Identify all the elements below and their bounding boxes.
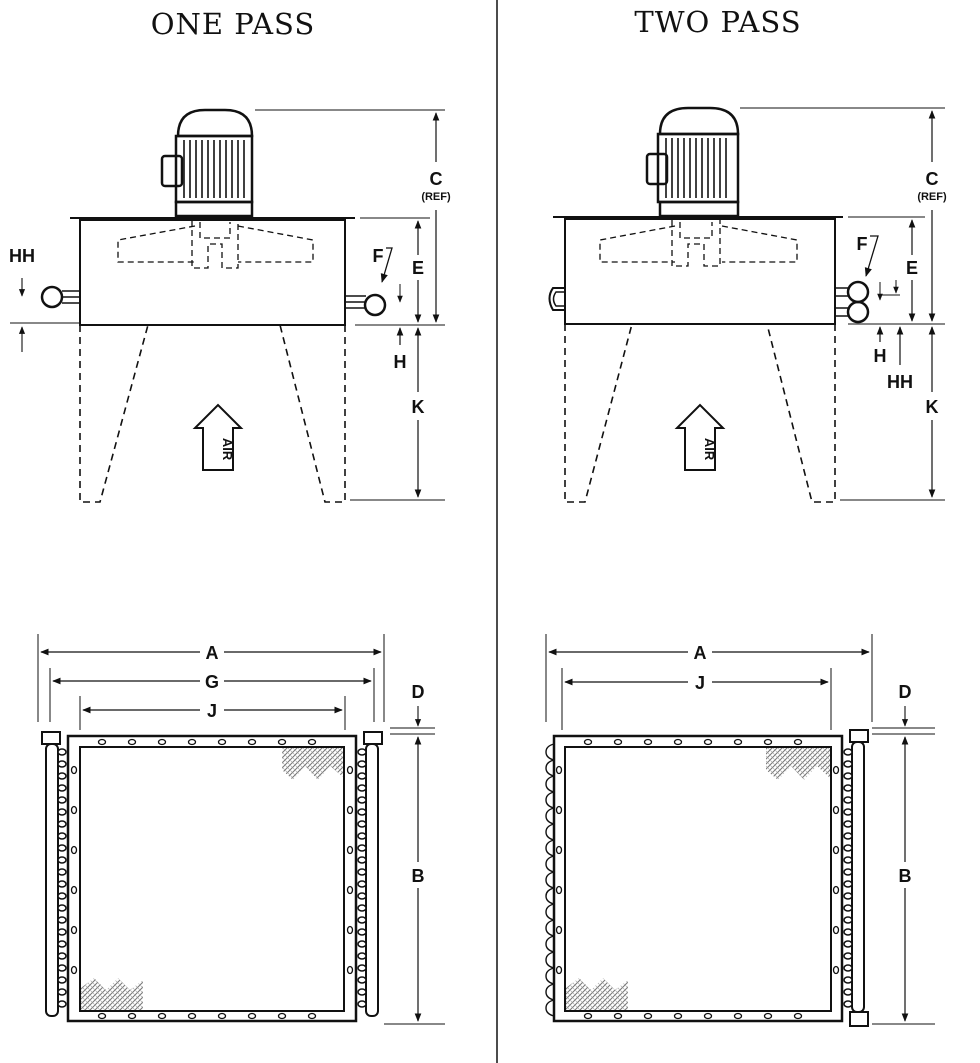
- air-label: AIR: [220, 438, 235, 461]
- dim-k-label: K: [926, 397, 939, 417]
- title-one-pass: ONE PASS: [151, 7, 316, 41]
- dim-f-label: F: [857, 234, 868, 254]
- dim-a-label: A: [206, 643, 219, 663]
- dim-b-label: B: [899, 866, 912, 886]
- dim-d-label: D: [412, 682, 425, 702]
- dim-h-label: H: [874, 346, 887, 366]
- dim-h-label: H: [394, 352, 407, 372]
- dim-e-label: E: [906, 258, 918, 278]
- dim-hh-label: HH: [887, 372, 913, 392]
- dim-c-label: C: [430, 169, 443, 189]
- two-pass-front-view: A J D B: [545, 634, 935, 1027]
- dim-j-label: J: [695, 673, 705, 693]
- motor: [160, 108, 254, 218]
- dim-g-label: G: [205, 672, 219, 692]
- dim-c-label: C: [926, 169, 939, 189]
- dim-b-label: B: [412, 866, 425, 886]
- dim-hh-label: HH: [9, 246, 35, 266]
- two-pass-side-view: AIR C (REF) E F H HH K: [548, 106, 947, 503]
- dim-j-label: J: [207, 701, 217, 721]
- air-label: AIR: [702, 438, 717, 461]
- dim-k-label: K: [412, 397, 425, 417]
- one-pass-front-view: A G J D: [37, 634, 445, 1025]
- dim-e-label: E: [412, 258, 424, 278]
- motor: [645, 106, 740, 218]
- title-two-pass: TWO PASS: [634, 5, 801, 39]
- one-pass-side-view: AIR C (REF) E F H K HH: [9, 108, 451, 503]
- dim-d-label: D: [899, 682, 912, 702]
- dim-a-label: A: [694, 643, 707, 663]
- dim-f-label: F: [373, 246, 384, 266]
- dim-c-ref-label: (REF): [917, 191, 947, 203]
- dim-c-ref-label: (REF): [421, 191, 451, 203]
